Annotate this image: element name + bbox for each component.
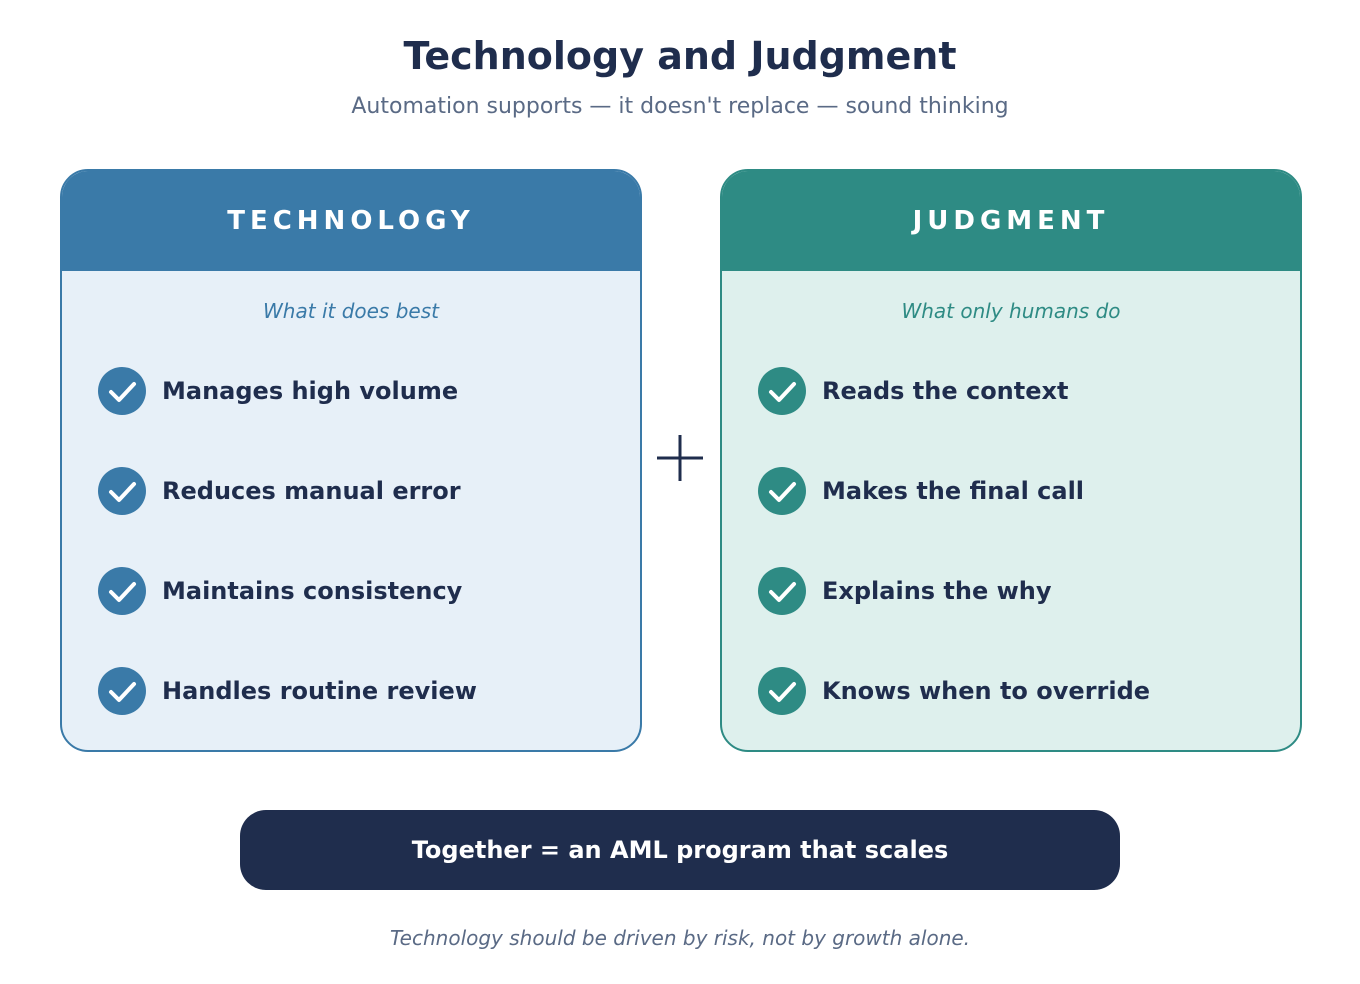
- check-circle-icon: [98, 667, 146, 715]
- item-label: Handles routine review: [162, 677, 477, 705]
- item-label: Knows when to override: [822, 677, 1151, 705]
- check-circle-icon: [98, 367, 146, 415]
- technology-card-subheader: What it does best: [263, 299, 439, 323]
- item-label: Reads the context: [822, 377, 1069, 405]
- page-subtitle: Automation supports — it doesn't replace…: [351, 94, 1009, 119]
- summary-banner: Together = an AML program that scales: [240, 810, 1120, 890]
- check-circle-icon: [98, 467, 146, 515]
- item-label: Manages high volume: [162, 377, 459, 405]
- list-item: Handles routine review: [98, 667, 477, 750]
- plus-icon: [655, 433, 705, 487]
- judgment-card: JUDGMENT What only humans do Reads the c…: [720, 169, 1302, 752]
- check-circle-icon: [758, 367, 806, 415]
- judgment-card-subheader: What only humans do: [901, 299, 1121, 323]
- list-item: Knows when to override: [758, 667, 1151, 750]
- list-item: Makes the final call: [758, 467, 1150, 567]
- item-label: Reduces manual error: [162, 477, 461, 505]
- check-circle-icon: [98, 567, 146, 615]
- list-item: Reads the context: [758, 367, 1150, 467]
- judgment-card-header: JUDGMENT: [722, 171, 1300, 271]
- item-label: Maintains consistency: [162, 577, 463, 605]
- check-circle-icon: [758, 467, 806, 515]
- technology-card: TECHNOLOGY What it does best Manages hig…: [60, 169, 642, 752]
- technology-card-header: TECHNOLOGY: [62, 171, 640, 271]
- list-item: Maintains consistency: [98, 567, 477, 667]
- list-item: Manages high volume: [98, 367, 477, 467]
- check-circle-icon: [758, 567, 806, 615]
- technology-items-list: Manages high volume Reduces manual error…: [98, 367, 477, 750]
- item-label: Explains the why: [822, 577, 1052, 605]
- list-item: Reduces manual error: [98, 467, 477, 567]
- check-circle-icon: [758, 667, 806, 715]
- list-item: Explains the why: [758, 567, 1150, 667]
- footnote: Technology should be driven by risk, not…: [389, 926, 971, 950]
- judgment-items-list: Reads the context Makes the final call E…: [758, 367, 1151, 750]
- page-title: Technology and Judgment: [403, 34, 957, 78]
- item-label: Makes the final call: [822, 477, 1085, 505]
